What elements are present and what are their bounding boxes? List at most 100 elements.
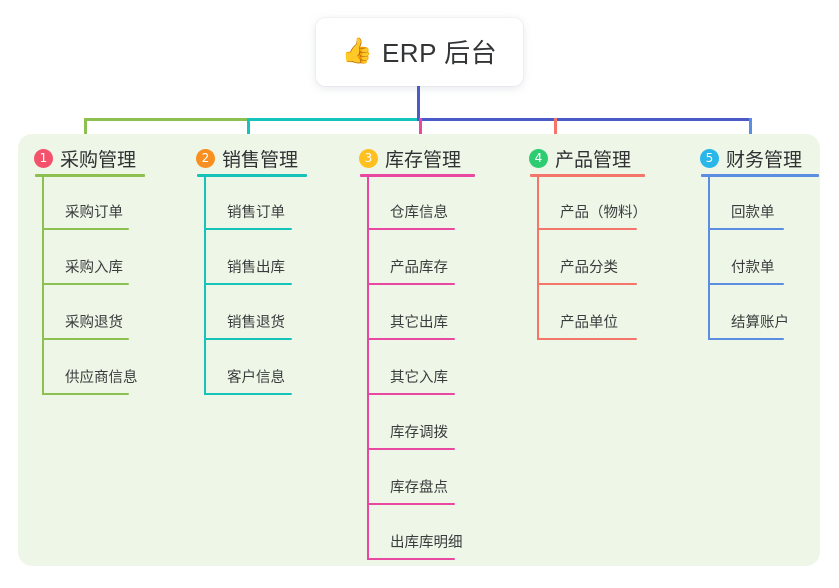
- branch-item-underline: [367, 558, 455, 560]
- branch-item-label: 付款单: [731, 260, 775, 276]
- branch-header-3[interactable]: 3 库存管理: [359, 145, 461, 172]
- branch-title-2: 销售管理: [222, 150, 299, 171]
- branch-item-label: 采购入库: [65, 260, 123, 276]
- branch-item[interactable]: 销售出库: [204, 251, 352, 285]
- branch-item-underline: [708, 338, 784, 340]
- branch-item[interactable]: 采购退货: [42, 306, 189, 340]
- branch-item[interactable]: 回款单: [708, 196, 839, 230]
- branch-item-label: 出库库明细: [390, 535, 463, 551]
- trunk-segment-1: [84, 118, 250, 121]
- branch-item[interactable]: 销售退货: [204, 306, 352, 340]
- branch-item-underline: [42, 283, 129, 285]
- branch-item-label: 回款单: [731, 205, 775, 221]
- branch-item[interactable]: 其它入库: [367, 361, 515, 395]
- branch-title-4: 产品管理: [555, 150, 632, 171]
- branch-drop-5: [749, 118, 752, 148]
- branch-item[interactable]: 供应商信息: [42, 361, 189, 395]
- branch-item[interactable]: 客户信息: [204, 361, 352, 395]
- branch-item-label: 结算账户: [731, 315, 789, 331]
- branch-item[interactable]: 付款单: [708, 251, 839, 285]
- branch-drop-4: [554, 118, 557, 148]
- branch-item-underline: [537, 338, 637, 340]
- branch-spine-4: [537, 176, 539, 340]
- branch-item-underline: [367, 503, 455, 505]
- trunk-segment-3: [419, 118, 752, 121]
- branch-item-underline: [367, 448, 455, 450]
- branch-underline-3: [360, 174, 475, 177]
- branch-column-1: 1 采购管理采购订单采购入库采购退货供应商信息: [18, 134, 180, 566]
- branch-item-underline: [42, 393, 129, 395]
- branch-item-label: 产品（物料）: [560, 205, 647, 221]
- branch-header-4[interactable]: 4 产品管理: [529, 145, 631, 172]
- branch-badge-5: 5: [700, 149, 719, 168]
- trunk-segment-2: [247, 118, 422, 121]
- branch-badge-2: 2: [196, 149, 215, 168]
- branch-underline-2: [197, 174, 307, 177]
- root-node-erp-backend[interactable]: 👍 ERP 后台: [316, 18, 523, 86]
- branch-item-underline: [204, 393, 292, 395]
- branch-item-label: 销售出库: [227, 260, 285, 276]
- branch-drop-3: [419, 118, 422, 148]
- branch-header-1[interactable]: 1 采购管理: [34, 145, 136, 172]
- thumbs-up-emoji: 👍: [341, 36, 373, 65]
- root-node-content: 👍 ERP 后台: [342, 33, 497, 70]
- branch-item-label: 库存盘点: [390, 480, 448, 496]
- branch-drop-2: [247, 118, 250, 148]
- branch-item-underline: [367, 393, 455, 395]
- branches-panel: 1 采购管理采购订单采购入库采购退货供应商信息 2 销售管理销售订单销售出库销售退货客…: [18, 134, 820, 566]
- branch-title-5: 财务管理: [726, 150, 803, 171]
- branch-item-label: 采购订单: [65, 205, 123, 221]
- branch-item[interactable]: 采购订单: [42, 196, 189, 230]
- branch-item[interactable]: 销售订单: [204, 196, 352, 230]
- branch-item[interactable]: 库存调拨: [367, 416, 515, 450]
- branch-item-underline: [204, 228, 292, 230]
- branch-badge-1: 1: [34, 149, 53, 168]
- branch-drop-1: [84, 118, 87, 148]
- branch-item-label: 客户信息: [227, 370, 285, 386]
- branch-item-underline: [42, 338, 129, 340]
- branch-item-underline: [42, 228, 129, 230]
- branch-underline-5: [701, 174, 819, 177]
- branch-item[interactable]: 结算账户: [708, 306, 839, 340]
- branch-item-underline: [537, 228, 637, 230]
- branch-badge-3: 3: [359, 149, 378, 168]
- branch-item[interactable]: 仓库信息: [367, 196, 515, 230]
- branch-badge-4: 4: [529, 149, 548, 168]
- branch-item-label: 库存调拨: [390, 425, 448, 441]
- branch-item-underline: [204, 283, 292, 285]
- branch-item-label: 其它出库: [390, 315, 448, 331]
- branch-item-underline: [708, 283, 784, 285]
- branch-header-2[interactable]: 2 销售管理: [196, 145, 298, 172]
- branch-title-3: 库存管理: [385, 150, 462, 171]
- branch-item[interactable]: 其它出库: [367, 306, 515, 340]
- branch-item-underline: [708, 228, 784, 230]
- branch-item-underline: [367, 228, 455, 230]
- branch-item[interactable]: 产品分类: [537, 251, 697, 285]
- branch-item-label: 销售退货: [227, 315, 285, 331]
- branch-spine-2: [204, 176, 206, 395]
- branch-item[interactable]: 产品库存: [367, 251, 515, 285]
- branch-item[interactable]: 采购入库: [42, 251, 189, 285]
- branch-header-5[interactable]: 5 财务管理: [700, 145, 802, 172]
- root-stem: [417, 86, 420, 121]
- branch-item-label: 其它入库: [390, 370, 448, 386]
- branch-item[interactable]: 出库库明细: [367, 526, 515, 560]
- branch-item[interactable]: 产品（物料）: [537, 196, 697, 230]
- branch-item-label: 产品单位: [560, 315, 618, 331]
- root-node-title: ERP 后台: [381, 37, 498, 68]
- branch-item[interactable]: 产品单位: [537, 306, 697, 340]
- branch-item-label: 销售订单: [227, 205, 285, 221]
- branch-item-label: 仓库信息: [390, 205, 448, 221]
- branch-item-underline: [367, 283, 455, 285]
- branch-underline-4: [530, 174, 645, 177]
- branch-title-1: 采购管理: [60, 150, 137, 171]
- branch-item[interactable]: 库存盘点: [367, 471, 515, 505]
- branch-item-label: 产品库存: [390, 260, 448, 276]
- branch-spine-1: [42, 176, 44, 395]
- branch-item-label: 采购退货: [65, 315, 123, 331]
- branch-column-3: 3 库存管理仓库信息产品库存其它出库其它入库库存调拨库存盘点出库库明细: [343, 134, 513, 566]
- branch-item-label: 供应商信息: [65, 370, 138, 386]
- branch-column-2: 2 销售管理销售订单销售出库销售退货客户信息: [180, 134, 343, 566]
- branch-item-underline: [204, 338, 292, 340]
